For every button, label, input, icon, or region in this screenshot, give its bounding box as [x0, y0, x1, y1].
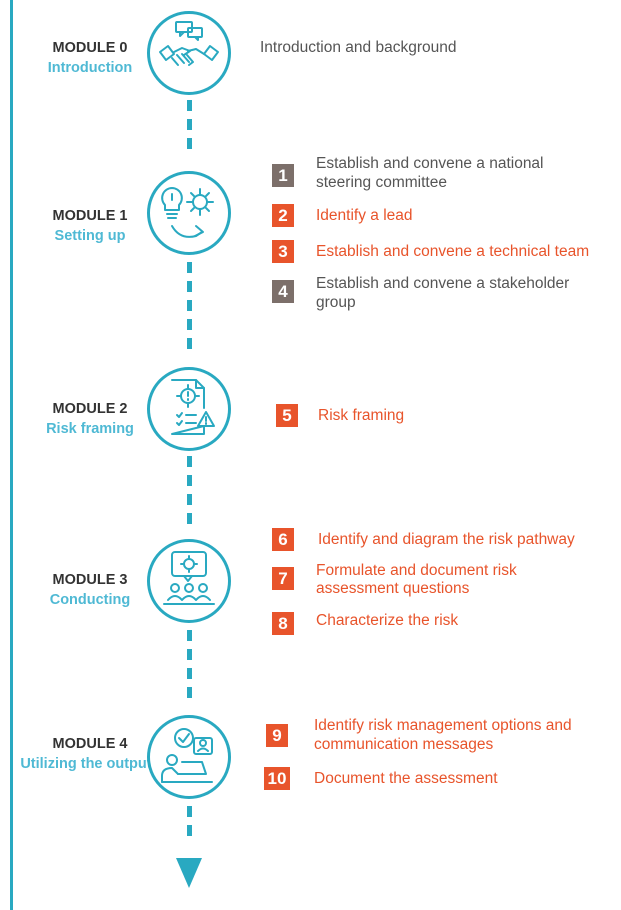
step-text: Identify and diagram the risk pathway [318, 531, 575, 548]
step-number-badge: 9 [266, 724, 288, 747]
step-number-badge: 5 [276, 404, 298, 427]
step-text: Establish and convene a technical team [316, 243, 590, 260]
intro-text: Introduction and background [260, 39, 457, 56]
step-number-badge: 8 [272, 612, 294, 635]
module-number: MODULE 2 [52, 401, 128, 417]
module-name: Risk framing [46, 421, 134, 437]
risk-document-icon [147, 367, 231, 451]
step-text: Establish and convene a national [316, 155, 544, 172]
step-text: Characterize the risk [316, 612, 459, 629]
timeline-dash [187, 806, 192, 817]
step-text-line2: group [316, 294, 356, 311]
step-number-badge: 7 [272, 567, 294, 590]
timeline-dash [187, 100, 192, 111]
step-text: Formulate and document risk [316, 562, 517, 579]
timeline-dash [187, 630, 192, 641]
handshake-chat-icon [147, 11, 231, 95]
step-number-badge: 10 [264, 767, 290, 790]
step-text-line2: communication messages [314, 736, 494, 753]
timeline-dash [187, 338, 192, 349]
timeline-dash [187, 119, 192, 130]
step-number-badge: 2 [272, 204, 294, 227]
step-text: Identify a lead [316, 207, 413, 224]
module-2-label: MODULE 2 Risk framing [15, 399, 165, 439]
step-text-line2: steering committee [316, 174, 447, 191]
person-laptop-icon [147, 715, 231, 799]
module-number: MODULE 3 [52, 572, 128, 588]
step-number-badge: 6 [272, 528, 294, 551]
timeline-dash [187, 494, 192, 505]
timeline-dash [187, 300, 192, 311]
team-meeting-icon [147, 539, 231, 623]
module-name: Setting up [54, 228, 126, 244]
timeline-dash [187, 319, 192, 330]
module-4-label: MODULE 4 Utilizing the outputs [15, 734, 165, 774]
timeline-dash [187, 262, 192, 273]
step-text: Document the assessment [314, 770, 498, 787]
timeline-dash [187, 687, 192, 698]
module-number: MODULE 4 [52, 736, 128, 752]
timeline-dash [187, 825, 192, 836]
timeline-dash [187, 456, 192, 467]
step-text: Risk framing [318, 407, 405, 424]
step-number-badge: 1 [272, 164, 294, 187]
module-3-label: MODULE 3 Conducting [15, 570, 165, 610]
timeline-dash [187, 475, 192, 486]
module-0-label: MODULE 0 Introduction [15, 38, 165, 78]
module-name: Utilizing the outputs [20, 756, 160, 772]
step-text-line2: assessment questions [316, 580, 470, 597]
step-text: Identify risk management options and [314, 717, 572, 734]
module-number: MODULE 1 [52, 208, 128, 224]
timeline-dash [187, 513, 192, 524]
left-border [10, 0, 13, 910]
module-name: Introduction [47, 60, 133, 76]
step-number-badge: 4 [272, 280, 294, 303]
step-text: Establish and convene a stakeholder [316, 275, 570, 292]
module-number: MODULE 0 [52, 40, 128, 56]
timeline-dash [187, 668, 192, 679]
timeline-dash [187, 649, 192, 660]
step-number-badge: 3 [272, 240, 294, 263]
module-name: Conducting [49, 592, 131, 608]
timeline-dash [187, 138, 192, 149]
timeline-dash [187, 281, 192, 292]
module-1-label: MODULE 1 Setting up [15, 206, 165, 246]
lightbulb-gear-icon [147, 171, 231, 255]
timeline-arrowhead [176, 858, 202, 888]
